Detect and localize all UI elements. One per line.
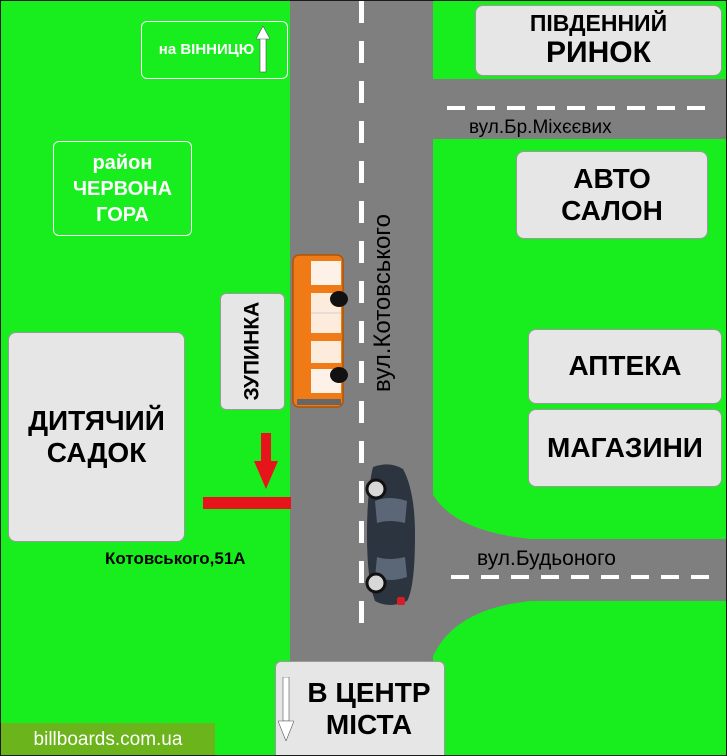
auto-salon-line-1: АВТО (573, 162, 651, 194)
landmark-auto-salon: АВТО САЛОН (516, 151, 708, 239)
billboard-marker-icon (203, 433, 291, 509)
auto-salon-line-2: САЛОН (561, 195, 663, 226)
bus-stop-sign: ЗУПИНКА (220, 293, 285, 410)
direction-south-line-2: МІСТА (325, 709, 413, 740)
kindergarten-line-1: ДИТЯЧИЙ (28, 404, 165, 436)
center-line (359, 1, 364, 626)
lane-marking-br-mikheevykh (447, 106, 717, 110)
street-label-br-mikheevykh: вул.Бр.Міхєєвих (469, 117, 612, 138)
direction-sign-center: В ЦЕНТР МІСТА (275, 661, 445, 755)
lane-marking-budonoho (451, 575, 713, 579)
direction-south-line-1: В ЦЕНТР (307, 676, 431, 708)
market-line-2: РИНОК (546, 36, 651, 70)
direction-north-label: на ВІННИЦЮ (158, 41, 255, 59)
watermark: billboards.com.ua (1, 723, 215, 755)
bus-stop-label: ЗУПИНКА (240, 302, 264, 401)
pharmacy-label: АПТЕКА (568, 350, 682, 382)
arrow-up-icon (256, 26, 271, 73)
landmark-shops: МАГАЗИНИ (528, 409, 722, 487)
district-sign: район ЧЕРВОНА ГОРА (53, 141, 192, 236)
street-label-budonoho: вул.Будьоного (477, 547, 616, 570)
market-line-1: ПІВДЕННИЙ (529, 10, 668, 37)
car-icon (365, 464, 415, 605)
landmark-kindergarten: ДИТЯЧИЙ САДОК (8, 332, 185, 542)
bus-icon (292, 254, 348, 408)
direction-sign-vinnytsia: на ВІННИЦЮ (141, 21, 288, 79)
shops-label: МАГАЗИНИ (547, 431, 703, 463)
district-line-1: район (92, 151, 153, 174)
landmark-market: ПІВДЕННИЙ РИНОК (475, 5, 722, 76)
arrow-down-icon (278, 677, 294, 741)
landmark-pharmacy: АПТЕКА (528, 329, 722, 404)
street-label-kotovskoho: вул.Котовського (369, 214, 396, 392)
district-line-3: ГОРА (96, 203, 149, 226)
address-label: Котовського,51А (105, 549, 246, 568)
district-line-2: ЧЕРВОНА (72, 177, 173, 200)
kindergarten-line-2: САДОК (46, 437, 147, 468)
